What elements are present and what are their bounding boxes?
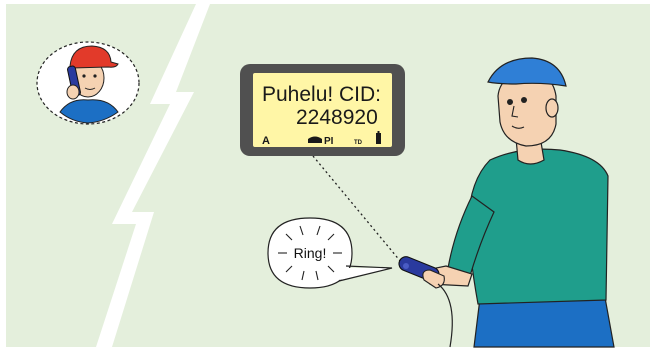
lcd-status-td: TD (354, 140, 363, 146)
lcd-phone-number: 2248920 (296, 106, 378, 129)
lcd-line1-left: Puhelu! (262, 83, 333, 106)
lcd-status-mode: A (262, 135, 270, 147)
lcd-status-line: PI (324, 136, 334, 147)
lcd-line1-right: CID: (339, 83, 381, 106)
caller-inset (37, 42, 139, 124)
lcd-display: Puhelu! CID: 2248920 A PI TD (240, 64, 405, 156)
speech-text: Ring! (294, 245, 327, 261)
